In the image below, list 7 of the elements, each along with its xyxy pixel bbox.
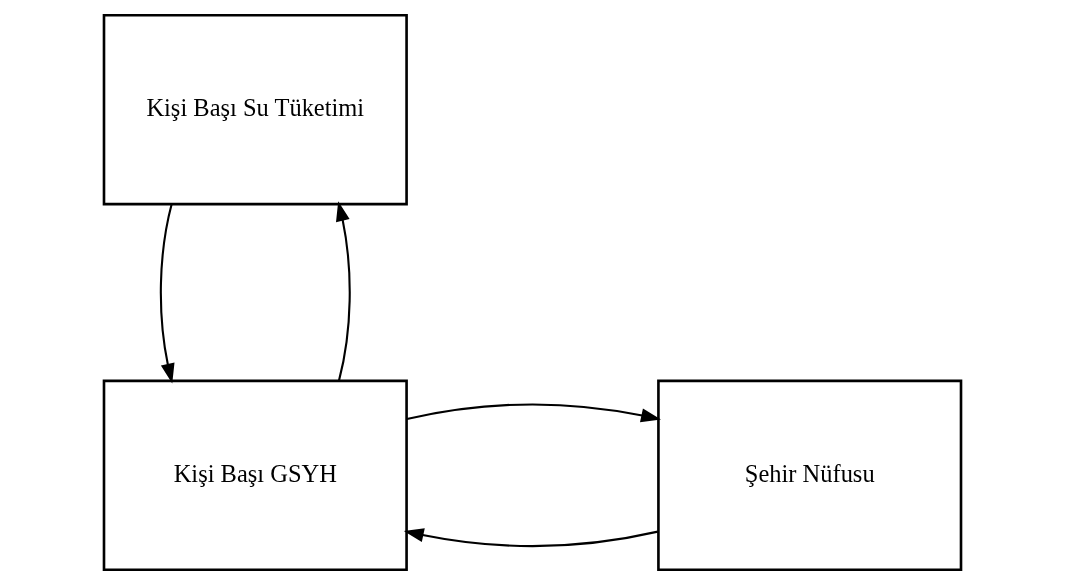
arrow — [403, 528, 659, 548]
arrow — [336, 201, 351, 381]
arrow — [406, 403, 661, 423]
node-box: Şehir Nüfusu — [657, 379, 963, 572]
node-box: Kişi Başı GSYH — [102, 379, 408, 572]
arrow — [159, 204, 175, 384]
node-box: Kişi Başı Su Tüketimi — [102, 13, 408, 206]
